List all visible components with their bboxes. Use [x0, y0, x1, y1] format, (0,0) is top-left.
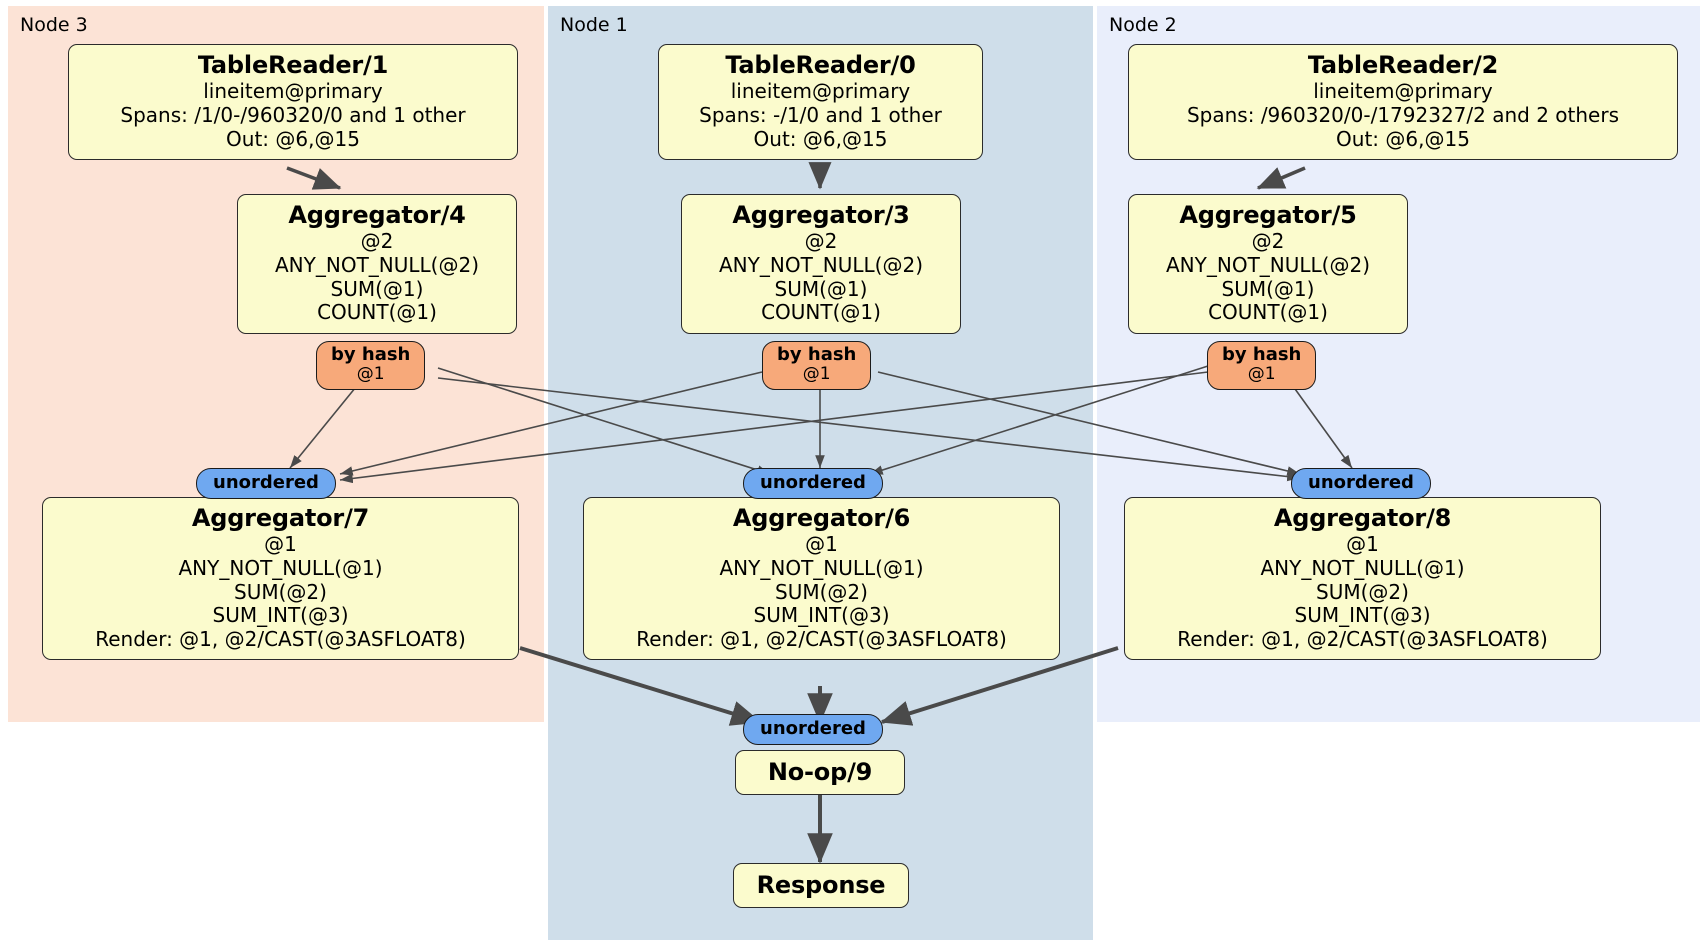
processor-line: ANY_NOT_NULL(@1)	[1260, 555, 1465, 580]
processor-line: SUM(@1)	[774, 276, 868, 301]
processor-line: @1	[1346, 532, 1379, 557]
processor-aggregator-8[interactable]: Aggregator/8 @1 ANY_NOT_NULL(@1) SUM(@2)…	[1124, 497, 1601, 661]
processor-noop-9[interactable]: No-op/9	[735, 750, 905, 796]
processor-title: Aggregator/8	[1273, 504, 1452, 532]
router-by-hash-node1[interactable]: by hash @1	[762, 341, 872, 391]
router-label: by hash	[1222, 344, 1302, 365]
processor-line: @2	[1251, 229, 1285, 254]
processor-aggregator-7[interactable]: Aggregator/7 @1 ANY_NOT_NULL(@1) SUM(@2)…	[42, 497, 519, 661]
processor-line: Spans: -/1/0 and 1 other	[699, 102, 942, 127]
processor-aggregator-6[interactable]: Aggregator/6 @1 ANY_NOT_NULL(@1) SUM(@2)…	[583, 497, 1060, 661]
processor-aggregator-4[interactable]: Aggregator/4 @2 ANY_NOT_NULL(@2) SUM(@1)…	[237, 194, 517, 334]
processor-title: Response	[756, 871, 886, 899]
processor-line: ANY_NOT_NULL(@2)	[719, 252, 923, 277]
processor-line: Out: @6,@15	[1336, 126, 1470, 151]
router-sublabel: @1	[802, 364, 831, 385]
processor-line: COUNT(@1)	[317, 300, 437, 325]
processor-response[interactable]: Response	[733, 863, 909, 909]
router-sublabel: @1	[1247, 364, 1276, 385]
processor-line: @2	[804, 229, 838, 254]
processor-line: @1	[264, 532, 297, 557]
processor-line: SUM(@2)	[1316, 579, 1409, 604]
router-label: unordered	[1308, 472, 1414, 493]
processor-line: ANY_NOT_NULL(@2)	[1166, 252, 1370, 277]
processor-line: COUNT(@1)	[761, 300, 881, 325]
router-by-hash-node2[interactable]: by hash @1	[1207, 341, 1317, 391]
processor-title: Aggregator/4	[288, 201, 466, 229]
node-panel-label-node2: Node 2	[1109, 14, 1177, 36]
processor-line: Render: @1, @2/CAST(@3ASFLOAT8)	[636, 626, 1007, 651]
node-panel-label-node1: Node 1	[560, 14, 628, 36]
processor-line: lineitem@primary	[203, 79, 383, 104]
processor-line: SUM(@1)	[1221, 276, 1315, 301]
processor-line: Out: @6,@15	[753, 126, 888, 151]
processor-line: SUM_INT(@3)	[753, 603, 890, 628]
processor-aggregator-5[interactable]: Aggregator/5 @2 ANY_NOT_NULL(@2) SUM(@1)…	[1128, 194, 1408, 334]
processor-title: Aggregator/6	[732, 504, 911, 532]
processor-line: SUM_INT(@3)	[212, 603, 349, 628]
processor-title: Aggregator/7	[191, 504, 370, 532]
processor-line: Spans: /1/0-/960320/0 and 1 other	[120, 102, 466, 127]
processor-title: TableReader/2	[1307, 51, 1499, 79]
router-label: by hash	[777, 344, 857, 365]
processor-tablereader-1[interactable]: TableReader/1 lineitem@primary Spans: /1…	[68, 44, 518, 161]
processor-aggregator-3[interactable]: Aggregator/3 @2 ANY_NOT_NULL(@2) SUM(@1)…	[681, 194, 961, 334]
processor-line: @2	[360, 229, 394, 254]
processor-title: TableReader/0	[725, 51, 916, 79]
router-unordered-node2[interactable]: unordered	[1291, 468, 1431, 500]
processor-line: lineitem@primary	[1313, 79, 1493, 104]
processor-title: No-op/9	[767, 758, 873, 786]
processor-title: Aggregator/3	[732, 201, 910, 229]
router-unordered-node1[interactable]: unordered	[743, 468, 883, 500]
processor-line: SUM(@2)	[775, 579, 868, 604]
processor-line: Spans: /960320/0-/1792327/2 and 2 others	[1186, 102, 1619, 127]
processor-line: lineitem@primary	[730, 79, 911, 104]
router-label: unordered	[213, 472, 319, 493]
router-sublabel: @1	[356, 364, 385, 385]
processor-line: SUM(@2)	[234, 579, 327, 604]
processor-tablereader-2[interactable]: TableReader/2 lineitem@primary Spans: /9…	[1128, 44, 1678, 161]
router-by-hash-node3[interactable]: by hash @1	[316, 341, 426, 391]
processor-line: Render: @1, @2/CAST(@3ASFLOAT8)	[1177, 626, 1548, 651]
router-unordered-node3[interactable]: unordered	[196, 468, 336, 500]
node-panel-label-node3: Node 3	[20, 14, 88, 36]
processor-line: SUM_INT(@3)	[1294, 603, 1431, 628]
router-label: by hash	[331, 344, 411, 365]
processor-line: ANY_NOT_NULL(@1)	[178, 555, 383, 580]
processor-title: TableReader/1	[197, 51, 389, 79]
processor-tablereader-0[interactable]: TableReader/0 lineitem@primary Spans: -/…	[658, 44, 983, 161]
router-label: unordered	[760, 472, 866, 493]
processor-line: Render: @1, @2/CAST(@3ASFLOAT8)	[95, 626, 466, 651]
processor-line: Out: @6,@15	[226, 126, 360, 151]
router-label: unordered	[760, 718, 866, 739]
processor-title: Aggregator/5	[1179, 201, 1357, 229]
router-unordered-final[interactable]: unordered	[743, 714, 883, 746]
processor-line: ANY_NOT_NULL(@2)	[275, 252, 479, 277]
processor-line: SUM(@1)	[330, 276, 424, 301]
processor-line: ANY_NOT_NULL(@1)	[719, 555, 924, 580]
processor-line: @1	[805, 532, 838, 557]
processor-line: COUNT(@1)	[1208, 300, 1328, 325]
